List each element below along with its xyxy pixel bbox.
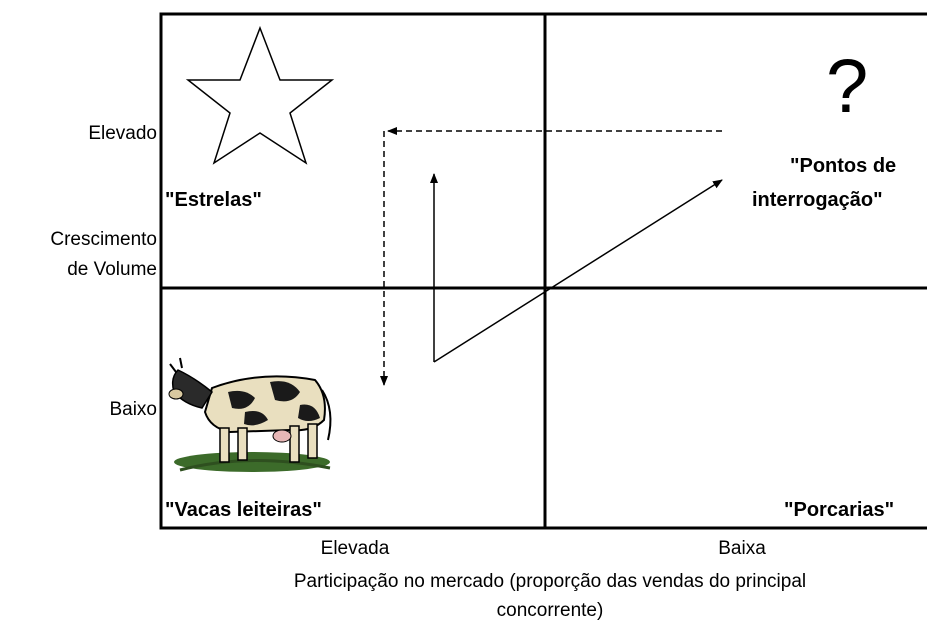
quadrant-label-dogs: "Porcarias" xyxy=(784,499,895,521)
y-high-label: Elevado xyxy=(88,123,157,144)
quadrant-label-cows: "Vacas leiteiras" xyxy=(165,499,322,521)
x-axis-title-line2: concorrente) xyxy=(496,600,604,621)
question-mark-icon: ? xyxy=(826,44,869,129)
cow-illustration xyxy=(168,357,332,472)
x-axis-title-line1: Participação no mercado (proporção das v… xyxy=(293,571,807,592)
star-icon xyxy=(185,25,335,165)
quadrant-label-question-line1: "Pontos de xyxy=(790,155,897,177)
matrix-frame xyxy=(159,12,927,530)
y-low-label: Baixo xyxy=(109,399,157,420)
x-low-label: Baixa xyxy=(718,538,766,559)
y-axis-title-line1: Crescimento xyxy=(50,229,157,250)
quadrant-label-stars: "Estrelas" xyxy=(165,189,262,211)
y-axis-title-line2: de Volume xyxy=(67,259,157,280)
solid-arrow-diagonal xyxy=(433,179,723,363)
x-high-label: Elevada xyxy=(320,538,390,559)
quadrant-label-question-line2: interrogação" xyxy=(752,189,883,211)
